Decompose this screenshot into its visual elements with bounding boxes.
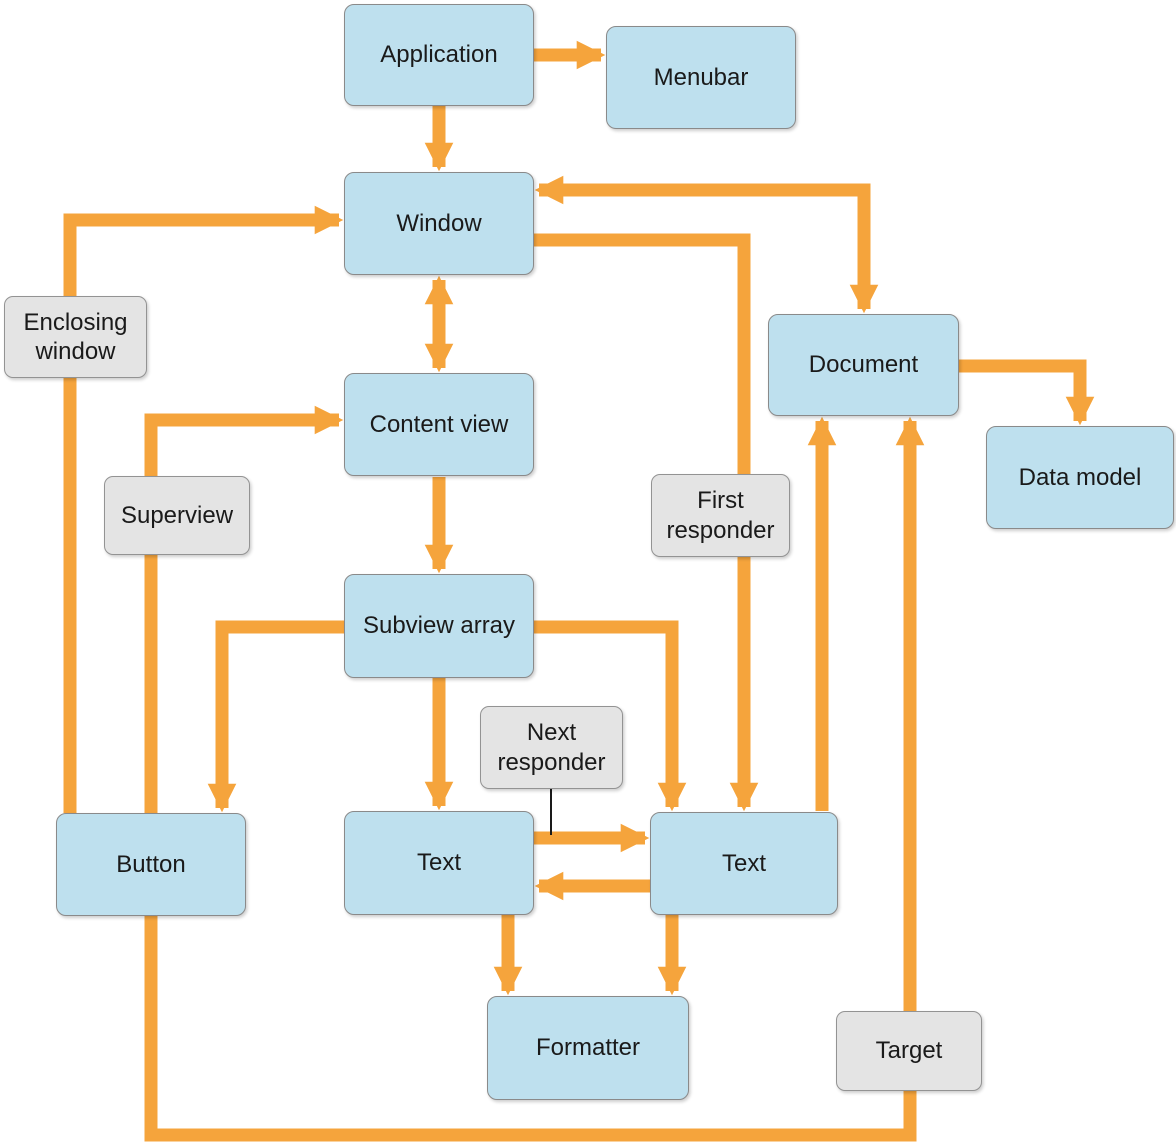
node-menubar: Menubar bbox=[606, 26, 796, 129]
arrow-subview-array-to-text-right bbox=[534, 620, 687, 812]
label-superview: Superview bbox=[104, 476, 250, 555]
label-target: Target bbox=[836, 1011, 982, 1091]
label-first-responder: First responder bbox=[651, 474, 790, 557]
arrow-button-to-window-enclosing-window bbox=[63, 205, 344, 813]
node-window: Window bbox=[344, 172, 534, 275]
node-formatter: Formatter bbox=[487, 996, 689, 1100]
arrow-subview-array-to-button bbox=[207, 620, 344, 813]
node-application: Application bbox=[344, 4, 534, 106]
label-enclosing-window: Enclosing window bbox=[4, 296, 147, 378]
arrow-button-to-document-target bbox=[144, 416, 925, 1142]
node-subview-array: Subview array bbox=[344, 574, 534, 678]
node-content-view: Content view bbox=[344, 373, 534, 476]
node-text-left: Text bbox=[344, 811, 534, 915]
node-button: Button bbox=[56, 813, 246, 916]
arrow-button-to-content-view-superview bbox=[144, 405, 344, 813]
node-data-model: Data model bbox=[986, 426, 1174, 529]
node-document: Document bbox=[768, 314, 959, 416]
arrow-document-to-data-model bbox=[959, 359, 1095, 426]
arrow-window-document-bidirectional bbox=[534, 175, 879, 314]
node-text-right: Text bbox=[650, 812, 838, 915]
label-next-responder: Next responder bbox=[480, 706, 623, 789]
